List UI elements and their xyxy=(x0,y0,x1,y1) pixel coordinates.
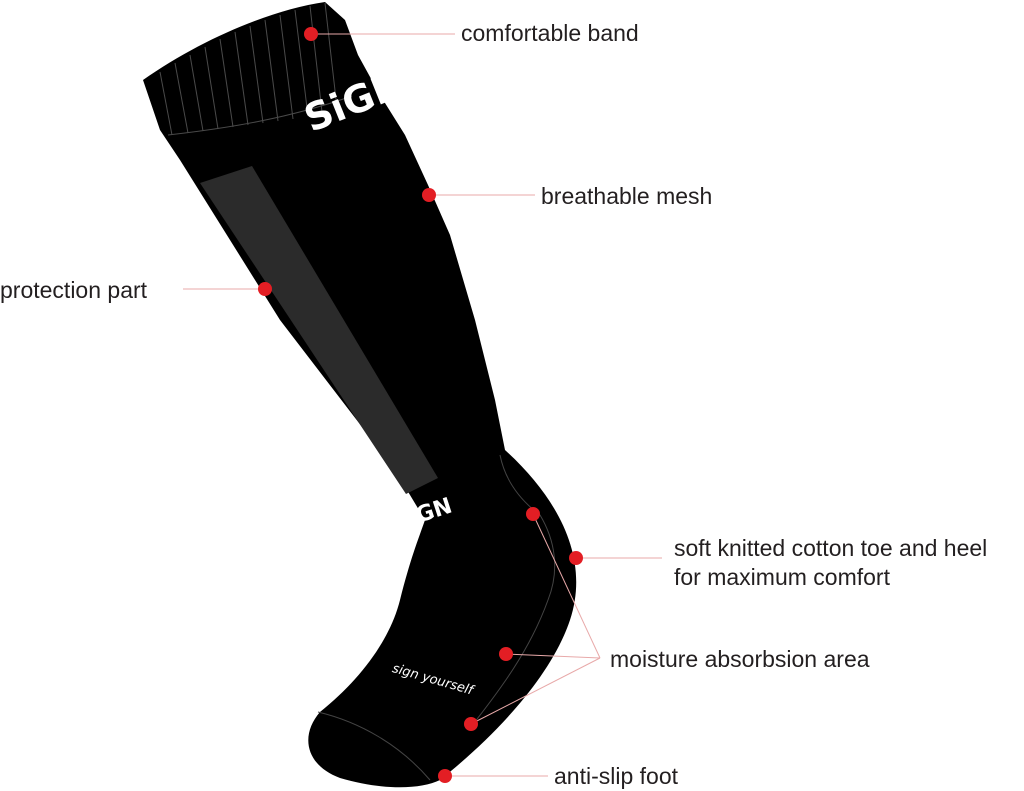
leader-moisture-1 xyxy=(532,513,601,659)
marker-mesh xyxy=(422,188,436,202)
label-toe-heel-line2: for maximum comfort xyxy=(674,564,890,590)
leader-moisture-3 xyxy=(470,657,601,725)
label-protection-part: protection part xyxy=(0,277,148,303)
comfortable-band-ribbing xyxy=(159,2,338,136)
leader-lines xyxy=(183,33,662,777)
label-toe-heel-line1: soft knitted cotton toe and heel xyxy=(674,535,988,561)
marker-anti-slip xyxy=(438,769,452,783)
label-breathable-mesh: breathable mesh xyxy=(541,183,713,209)
label-moisture-area: moisture absorbsion area xyxy=(610,646,870,672)
protection-panel xyxy=(200,166,438,494)
leader-moisture-2 xyxy=(505,653,601,659)
foot-seams xyxy=(317,454,556,781)
marker-moisture-1 xyxy=(526,507,540,521)
label-comfortable-band: comfortable band xyxy=(461,20,639,46)
label-toe-heel: soft knitted cotton toe and heel for max… xyxy=(674,534,987,592)
marker-moisture-2 xyxy=(499,647,513,661)
marker-protection xyxy=(258,282,272,296)
marker-dots xyxy=(258,27,583,783)
marker-toe-heel xyxy=(569,551,583,565)
band-bottom-seam xyxy=(167,95,353,136)
label-anti-slip-foot: anti-slip foot xyxy=(554,763,679,789)
marker-moisture-3 xyxy=(464,717,478,731)
marker-band xyxy=(304,27,318,41)
